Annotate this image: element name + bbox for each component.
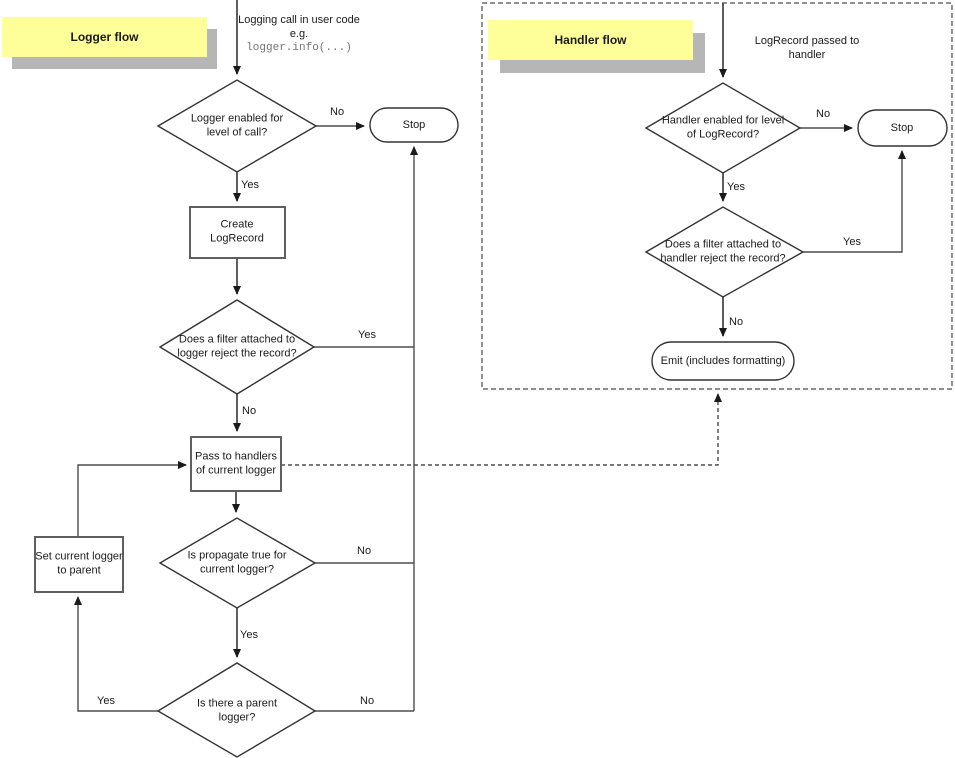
box-create-logrecord [189,206,286,259]
edge-label-parent-yes: Yes [97,695,115,707]
edge-setparent-to-pass [77,461,187,537]
edge-pass-to-handler-flow-dashed [281,393,722,466]
edge-label-filter-yes: Yes [358,329,376,341]
edge-hfilter-yes-to-stop [803,150,906,253]
logger-start-eg: e.g. [289,27,309,40]
label-logger-stop: Stop [402,118,426,131]
handler-flow-frame [481,2,953,390]
logger-flow-title-text: Logger flow [70,30,139,44]
edge-label-hfilter-yes: Yes [843,236,861,248]
oval-logger-stop [369,107,459,143]
oval-emit [651,341,795,381]
label-pass-handlers: Pass to handlers of current logger [195,450,277,477]
logger-start-text: Logging call in user code [238,14,360,26]
handler-start-label: LogRecord passed to handler [737,35,877,63]
handler-start-text: LogRecord passed to handler [754,35,860,61]
diamond-parent-logger [156,662,317,758]
edge-label-propagate-yes: Yes [240,629,258,641]
logger-flow-title: Logger flow [2,17,207,57]
edge-label-hlevel-no: No [816,108,831,120]
edge-label-level-yes: Yes [241,179,259,191]
diamond-handler-filter [644,206,805,298]
label-create-logrecord: Create LogRecord [210,218,264,245]
diamond-handler-level [644,82,802,174]
label-logger-level: Logger enabled for level of call? [190,112,284,139]
handler-flow-title: Handler flow [488,20,693,60]
edge-label-propagate-no: No [357,545,372,557]
logger-start-code: logger.info(...) [246,41,352,54]
handler-flow-title-text: Handler flow [554,33,627,47]
label-handler-filter: Does a filter attached to handler reject… [660,238,786,265]
label-handler-stop: Stop [890,121,914,134]
label-propagate: Is propagate true for current logger? [187,549,287,576]
oval-handler-stop [857,109,948,147]
diamond-logger-level [156,79,318,173]
label-set-current-logger: Set current logger to parent [35,550,123,577]
edge-label-hfilter-no: No [729,316,744,328]
logger-start-label: Logging call in user code e.g. logger.in… [234,14,364,56]
label-logger-filter: Does a filter attached to logger reject … [177,333,297,360]
label-emit: Emit (includes formatting) [660,354,786,367]
box-pass-handlers [190,436,282,492]
edge-label-level-no: No [330,106,345,118]
box-set-current-logger [34,536,124,593]
edge-label-parent-no: No [360,695,375,707]
edge-label-filter-no: No [242,405,257,417]
diamond-logger-filter [158,299,316,395]
edge-label-hlevel-yes: Yes [727,181,745,193]
edge-parent-yes-to-setparent [74,596,158,712]
label-parent-logger: Is there a parent logger? [196,697,278,724]
label-handler-level: Handler enabled for level of LogRecord? [661,114,785,141]
diamond-propagate [158,517,317,609]
